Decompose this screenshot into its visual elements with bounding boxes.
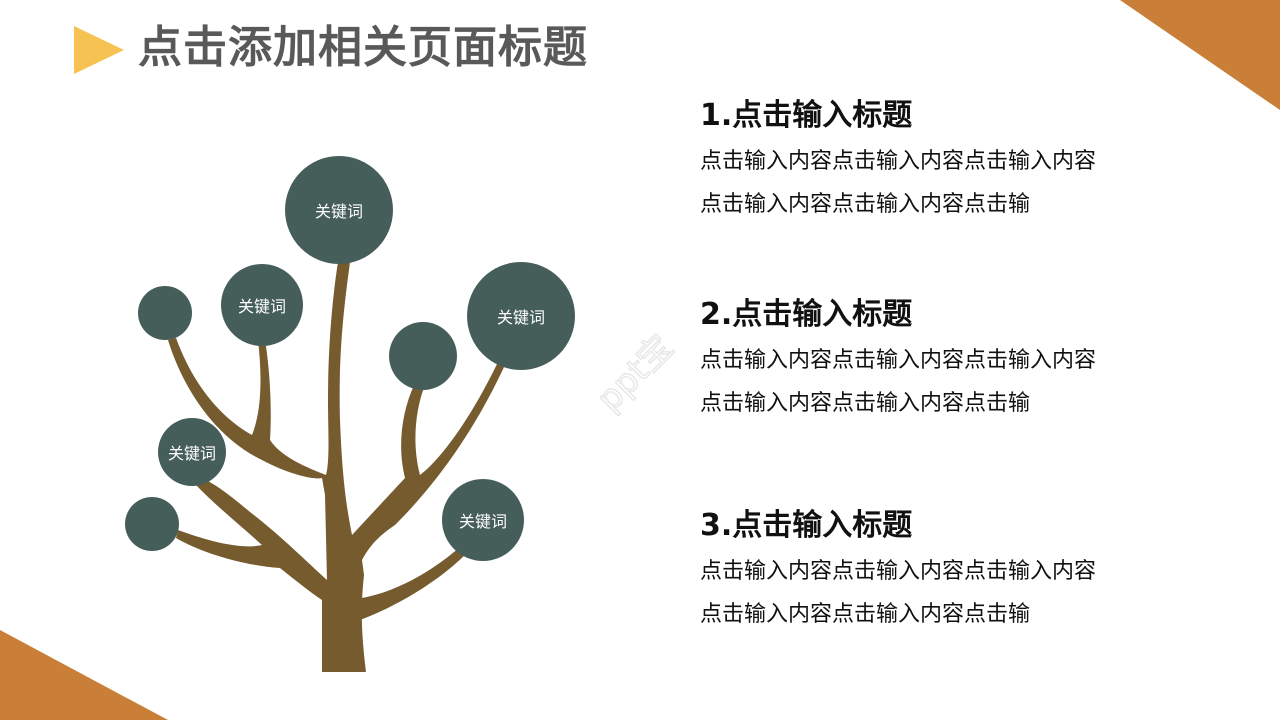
section-body-line: 点击输入内容点击输入内容点击输 — [700, 192, 1031, 217]
keyword-bubble-upper-left[interactable]: 关键词 — [221, 264, 303, 346]
section-body-line: 点击输入内容点击输入内容点击输入内容 — [700, 559, 1097, 584]
keyword-bubble-small-left[interactable] — [138, 286, 192, 340]
tree-trunk-branches — [168, 262, 505, 672]
keyword-label: 关键词 — [167, 444, 216, 463]
watermark-logo: ppt宝 — [588, 326, 682, 420]
section-body-line: 点击输入内容点击输入内容点击输 — [700, 391, 1031, 416]
keyword-bubble-lower-right[interactable]: 关键词 — [442, 479, 524, 561]
page-title[interactable]: 点击添加相关页面标题 — [138, 22, 588, 73]
keyword-bubble-mid-right[interactable] — [389, 322, 457, 390]
section-title[interactable]: 1.点击输入标题 — [700, 98, 913, 133]
keyword-bubble-mid-left[interactable]: 关键词 — [158, 418, 226, 486]
keyword-bubble-top[interactable]: 关键词 — [285, 156, 393, 264]
section-body-line: 点击输入内容点击输入内容点击输 — [700, 602, 1031, 627]
keyword-label: 关键词 — [496, 308, 545, 327]
keyword-label: 关键词 — [237, 297, 286, 316]
corner-decoration-top-right — [1120, 0, 1280, 110]
section-2: 2.点击输入标题 点击输入内容点击输入内容点击输入内容 点击输入内容点击输入内容… — [700, 295, 1140, 425]
section-3: 3.点击输入标题 点击输入内容点击输入内容点击输入内容 点击输入内容点击输入内容… — [700, 506, 1140, 636]
section-body-line: 点击输入内容点击输入内容点击输入内容 — [700, 348, 1097, 373]
section-body-line: 点击输入内容点击输入内容点击输入内容 — [700, 149, 1097, 174]
keyword-label: 关键词 — [314, 202, 363, 221]
section-body[interactable]: 点击输入内容点击输入内容点击输入内容 点击输入内容点击输入内容点击输 — [700, 140, 1140, 226]
tree-diagram — [168, 262, 505, 672]
section-title[interactable]: 3.点击输入标题 — [700, 508, 913, 543]
section-title[interactable]: 2.点击输入标题 — [700, 297, 913, 332]
keyword-label: 关键词 — [458, 512, 507, 531]
section-1: 1.点击输入标题 点击输入内容点击输入内容点击输入内容 点击输入内容点击输入内容… — [700, 96, 1140, 226]
svg-text:ppt宝: ppt宝 — [589, 327, 681, 419]
keyword-bubble-lower-left[interactable] — [125, 497, 179, 551]
section-body[interactable]: 点击输入内容点击输入内容点击输入内容 点击输入内容点击输入内容点击输 — [700, 550, 1140, 636]
keyword-bubble-upper-right[interactable]: 关键词 — [467, 262, 575, 370]
section-body[interactable]: 点击输入内容点击输入内容点击输入内容 点击输入内容点击输入内容点击输 — [700, 339, 1140, 425]
